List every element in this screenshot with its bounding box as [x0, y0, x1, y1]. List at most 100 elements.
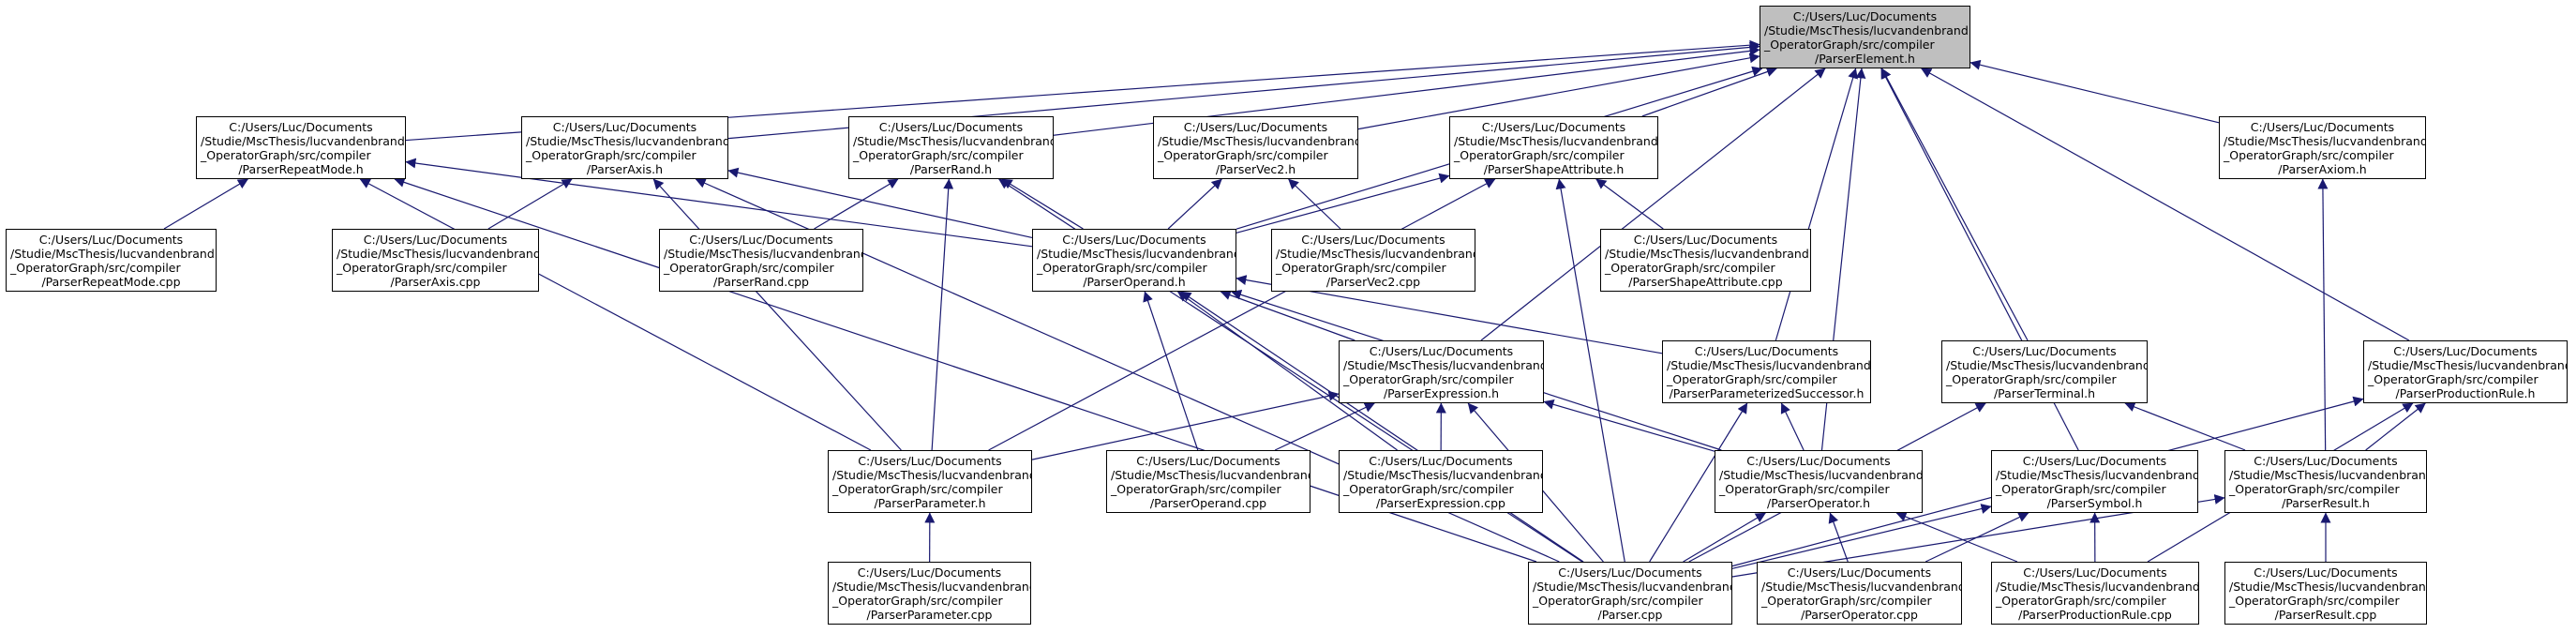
edge-prule-cpp-to-operator-h — [1895, 511, 2018, 563]
node-operator-cpp[interactable]: C:/Users/Luc/Documents/Studie/MscThesis/… — [1757, 562, 1962, 625]
node-label-line: /ParserOperator.cpp — [1801, 608, 1918, 622]
node-label-line: /Studie/MscThesis/lucvandenbrand — [1276, 247, 1475, 261]
node-label-line: /ParserAxiom.h — [2278, 162, 2367, 176]
edge-param-h-to-sa-h — [988, 178, 1496, 451]
edge-operand-h-to-sa-h — [1236, 173, 1450, 234]
node-label-line: _OperatorGraph/src/compiler — [1343, 372, 1514, 386]
node-label-line: _OperatorGraph/src/compiler — [1761, 594, 1932, 608]
node-label-line: /Studie/MscThesis/lucvandenbrand — [1037, 247, 1236, 261]
node-symbol-h[interactable]: C:/Users/Luc/Documents/Studie/MscThesis/… — [1991, 450, 2198, 513]
edge-rand-cpp-to-rand-h — [814, 178, 899, 230]
node-sa-h[interactable]: C:/Users/Luc/Documents/Studie/MscThesis/… — [1449, 116, 1658, 179]
node-label-line: C:/Users/Luc/Documents — [2393, 344, 2538, 358]
node-prule-h[interactable]: C:/Users/Luc/Documents/Studie/MscThesis/… — [2363, 340, 2568, 403]
node-sa-cpp[interactable]: C:/Users/Luc/Documents/Studie/MscThesis/… — [1600, 229, 1811, 292]
node-parser-cpp[interactable]: C:/Users/Luc/Documents/Studie/MscThesis/… — [1528, 562, 1732, 625]
node-label-line: /Studie/MscThesis/lucvandenbrand — [2229, 468, 2427, 482]
node-label-line: C:/Users/Luc/Documents — [38, 233, 184, 247]
node-label-line: _OperatorGraph/src/compiler — [832, 482, 1003, 496]
node-axis-h[interactable]: C:/Users/Luc/Documents/Studie/MscThesis/… — [521, 116, 728, 179]
node-label-line: /ParserTerminal.h — [1993, 386, 2096, 400]
edge-rpm-cpp-to-rpm-h — [163, 178, 248, 230]
node-param-cpp[interactable]: C:/Users/Luc/Documents/Studie/MscThesis/… — [828, 562, 1031, 625]
node-label-line: _OperatorGraph/src/compiler — [337, 261, 507, 275]
edge-operator-h-to-expr-h — [1543, 399, 1715, 452]
node-label-line: C:/Users/Luc/Documents — [1481, 120, 1626, 134]
node-vec2-cpp[interactable]: C:/Users/Luc/Documents/Studie/MscThesis/… — [1271, 229, 1475, 292]
node-label-line: _OperatorGraph/src/compiler — [1276, 261, 1446, 275]
edge-sa-h-to-root — [1641, 67, 1777, 117]
node-ps-h[interactable]: C:/Users/Luc/Documents/Studie/MscThesis/… — [1662, 340, 1871, 403]
node-label-line: _OperatorGraph/src/compiler — [2368, 372, 2539, 386]
edge-expr-h-to-operand-h — [1220, 290, 1355, 341]
node-param-h[interactable]: C:/Users/Luc/Documents/Studie/MscThesis/… — [828, 450, 1032, 513]
node-label-line: _OperatorGraph/src/compiler — [1996, 594, 2166, 608]
edge-parser-cpp-to-sa-h — [1555, 178, 1625, 563]
node-label-line: _OperatorGraph/src/compiler — [1454, 148, 1625, 162]
node-label-line: /Studie/MscThesis/lucvandenbrand — [1761, 580, 1962, 594]
node-label-line: /Studie/MscThesis/lucvandenbrand — [10, 247, 215, 261]
node-label-line: /ParserProductionRule.h — [2395, 386, 2536, 400]
edge-result-h-to-axiom-h — [2317, 178, 2329, 451]
node-label-line: C:/Users/Luc/Documents — [552, 120, 697, 134]
node-label-line: _OperatorGraph/src/compiler — [1343, 482, 1514, 496]
node-label-line: _OperatorGraph/src/compiler — [10, 261, 181, 275]
node-label-line: C:/Users/Luc/Documents — [1972, 344, 2117, 358]
node-rand-h[interactable]: C:/Users/Luc/Documents/Studie/MscThesis/… — [848, 116, 1054, 179]
node-label-line: _OperatorGraph/src/compiler — [1946, 372, 2117, 386]
node-label-line: _OperatorGraph/src/compiler — [201, 148, 371, 162]
edge-operand-cpp-to-expr-h — [1274, 402, 1375, 451]
node-axis-cpp[interactable]: C:/Users/Luc/Documents/Studie/MscThesis/… — [332, 229, 539, 292]
node-vec2-h[interactable]: C:/Users/Luc/Documents/Studie/MscThesis/… — [1153, 116, 1358, 179]
node-label-line: /ParserRand.h — [909, 162, 993, 176]
node-label-line: C:/Users/Luc/Documents — [1369, 454, 1513, 468]
node-label-line: C:/Users/Luc/Documents — [858, 454, 1002, 468]
node-label-line: /ParserAxis.cpp — [390, 275, 481, 289]
edge-prule-h-to-root — [1921, 68, 2410, 341]
edge-vec2-cpp-to-vec2-h — [1288, 178, 1341, 230]
edge-axiom-h-to-root — [1969, 59, 2220, 124]
node-label-line: C:/Users/Luc/Documents — [1787, 565, 1932, 580]
node-operand-cpp[interactable]: C:/Users/Luc/Documents/Studie/MscThesis/… — [1106, 450, 1310, 513]
node-rpm-cpp[interactable]: C:/Users/Luc/Documents/Studie/MscThesis/… — [6, 229, 217, 292]
node-term-h[interactable]: C:/Users/Luc/Documents/Studie/MscThesis/… — [1941, 340, 2148, 403]
node-axiom-h[interactable]: C:/Users/Luc/Documents/Studie/MscThesis/… — [2219, 116, 2426, 179]
node-label-line: /Studie/MscThesis/lucvandenbrand — [2368, 358, 2568, 372]
node-label-line: /ParserParameter.h — [874, 496, 986, 510]
node-label-line: /Studie/MscThesis/lucvandenbrand — [526, 134, 728, 148]
node-label-line: /ParserShapeAttribute.h — [1483, 162, 1625, 176]
node-result-cpp[interactable]: C:/Users/Luc/Documents/Studie/MscThesis/… — [2224, 562, 2427, 625]
node-label-line: _OperatorGraph/src/compiler — [526, 148, 696, 162]
node-label-line: C:/Users/Luc/Documents — [878, 120, 1024, 134]
node-label-line: /ParserResult.cpp — [2274, 608, 2377, 622]
node-prule-cpp[interactable]: C:/Users/Luc/Documents/Studie/MscThesis/… — [1991, 562, 2199, 625]
node-result-h[interactable]: C:/Users/Luc/Documents/Studie/MscThesis/… — [2224, 450, 2427, 513]
edge-result-h-to-term-h — [2124, 401, 2246, 451]
edge-parser-cpp-to-operand-h — [1180, 291, 1584, 563]
edge-sa-cpp-to-sa-h — [1595, 178, 1664, 230]
edge-param-h-to-rand-h — [931, 178, 954, 451]
node-expr-cpp[interactable]: C:/Users/Luc/Documents/Studie/MscThesis/… — [1339, 450, 1543, 513]
edge-result-h-to-prule-h — [2365, 402, 2426, 451]
node-expr-h[interactable]: C:/Users/Luc/Documents/Studie/MscThesis/… — [1339, 340, 1544, 403]
node-label-line: C:/Users/Luc/Documents — [1301, 233, 1445, 247]
node-label-line: /Studie/MscThesis/lucvandenbrand — [832, 580, 1031, 594]
node-label-line: C:/Users/Luc/Documents — [1183, 120, 1328, 134]
node-label-line: C:/Users/Luc/Documents — [1558, 565, 1702, 580]
node-label-line: /ParserParameter.cpp — [866, 608, 993, 622]
node-rand-cpp[interactable]: C:/Users/Luc/Documents/Studie/MscThesis/… — [659, 229, 863, 292]
node-rpm-h[interactable]: C:/Users/Luc/Documents/Studie/MscThesis/… — [196, 116, 406, 179]
node-label-line: /Studie/MscThesis/lucvandenbrand — [1533, 580, 1732, 594]
node-label-line: /ParserRepeatMode.h — [238, 162, 364, 176]
edge-operand-h-to-rpm-h — [405, 158, 1033, 248]
node-operand-h[interactable]: C:/Users/Luc/Documents/Studie/MscThesis/… — [1032, 229, 1236, 292]
node-label-line: /Studie/MscThesis/lucvandenbrand — [1343, 468, 1543, 482]
node-label-line: /ParserVec2.h — [1215, 162, 1296, 176]
edge-param-h-to-rpm-h — [359, 178, 872, 451]
node-operator-h[interactable]: C:/Users/Luc/Documents/Studie/MscThesis/… — [1715, 450, 1923, 513]
node-label-line: C:/Users/Luc/Documents — [2254, 454, 2398, 468]
node-label-line: /Studie/MscThesis/lucvandenbrand — [1996, 468, 2198, 482]
edge-vec2-h-to-root — [1357, 53, 1760, 130]
node-label-line: C:/Users/Luc/Documents — [363, 233, 508, 247]
node-label-line: _OperatorGraph/src/compiler — [1667, 372, 1837, 386]
